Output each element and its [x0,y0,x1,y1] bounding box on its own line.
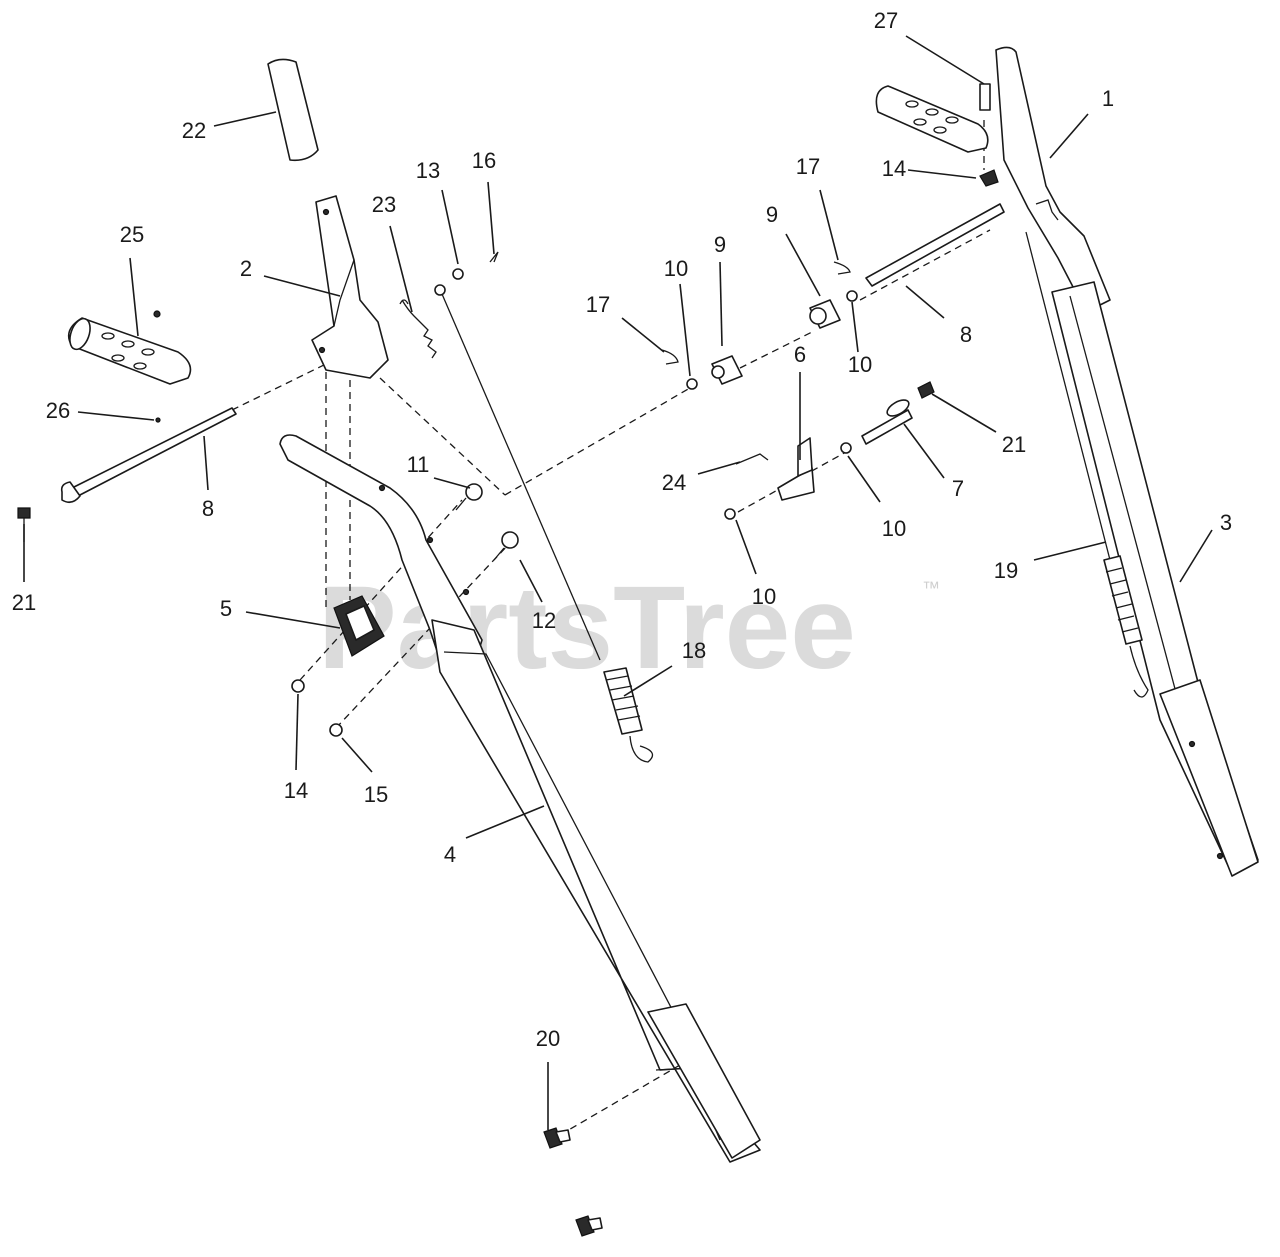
part-13-washer [452,268,464,280]
part-10-washer-d [840,442,852,454]
part-8-left-rod [60,407,237,504]
part-10-washer-b [846,290,858,302]
part-22-handle-cap [267,58,319,162]
part-4-left-handle [279,434,761,1163]
callout-12: 12 [532,608,556,633]
leader-lines [23,35,1213,1130]
callouts: 1 2 3 4 5 6 7 8 8 9 9 10 10 10 10 11 12 … [12,8,1232,1051]
callout-23: 23 [372,192,396,217]
part-3-right-handle [1051,281,1259,877]
callout-22: 22 [182,118,206,143]
callout-15: 15 [364,782,388,807]
part-9-roller-right [809,299,841,329]
part-7-pin [861,399,913,445]
part-1-right-handle [875,46,1111,313]
part-26-pin [155,417,161,423]
part-5-clamp [333,595,385,657]
callout-16: 16 [472,148,496,173]
callout-8-left: 8 [202,496,214,521]
callout-5: 5 [220,596,232,621]
part-23-spring [399,299,437,359]
callout-10-b: 10 [848,352,872,377]
part-19-cable [1025,231,1149,698]
callout-26: 26 [46,398,70,423]
callout-10-a: 10 [664,256,688,281]
part-18-cable [434,284,654,763]
callout-24: 24 [662,470,686,495]
callout-3: 3 [1220,510,1232,535]
callout-6: 6 [794,342,806,367]
callout-13: 13 [416,158,440,183]
part-12-knob [493,531,519,561]
part-10-washer-c [724,508,736,520]
part-17-clip-left [661,349,679,365]
callout-11: 11 [407,452,430,477]
part-21-right-bolt [917,381,935,399]
part-24-spring [735,453,769,465]
watermark-trademark: ™ [922,578,940,598]
part-6-bracket [777,437,815,501]
callout-19: 19 [994,558,1018,583]
callout-14-a: 14 [284,778,308,803]
part-9-roller-left [711,355,743,385]
part-15-nut [329,723,343,737]
part-10-washer-a [686,378,698,390]
callout-10-d: 10 [752,584,776,609]
callout-25: 25 [120,222,144,247]
callout-20: 20 [536,1026,560,1051]
callout-18: 18 [682,638,706,663]
callout-7: 7 [952,476,964,501]
callout-17-b: 17 [796,154,820,179]
callout-4: 4 [444,842,456,867]
part-20-bolt [543,1127,571,1149]
callout-9-left: 9 [714,232,726,257]
callout-21-left: 21 [12,590,36,615]
part-25-left-grip [67,310,192,385]
part-17-clip-right [833,261,851,275]
callout-17-a: 17 [586,292,610,317]
part-8-right-rod [865,203,1005,287]
callout-2: 2 [240,256,252,281]
callout-14-b: 14 [882,156,906,181]
callout-9-right: 9 [766,202,778,227]
watermark-brand: PartsTree [318,562,856,694]
callout-8-right: 8 [960,322,972,347]
callout-27: 27 [874,8,898,33]
callout-1: 1 [1102,86,1114,111]
part-14-nut [291,679,305,693]
part-2-left-bracket [311,195,389,379]
callout-10-c: 10 [882,516,906,541]
part-16-clip [489,251,499,263]
callout-21-right: 21 [1002,432,1026,457]
extra-bolt [575,1215,603,1237]
